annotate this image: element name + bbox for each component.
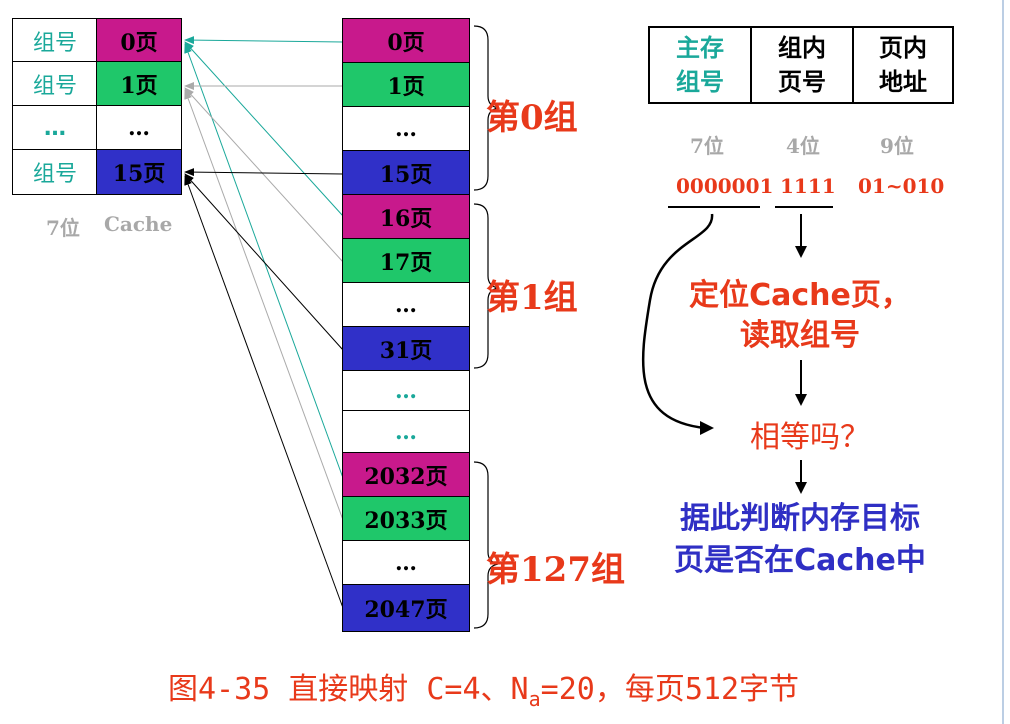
flow-result2: 页是否在Cache中: [674, 543, 926, 578]
cache-tag: 组号: [12, 61, 98, 107]
flow-step1b: 读取组号: [740, 318, 860, 353]
cache-page: 0页: [96, 18, 182, 63]
addr-field-page: 组内 页号: [752, 28, 854, 102]
flow-result1: 据此判断内存目标: [680, 501, 920, 536]
addr-bits: 4位: [786, 134, 820, 158]
group-label: 第0组: [486, 98, 578, 138]
group-brace: [473, 461, 499, 629]
cache-tag: 组号: [12, 149, 98, 195]
flow-step2: 相等吗？: [750, 420, 870, 455]
addr-bits: 7位: [690, 134, 724, 158]
memory-block: 1页: [342, 62, 470, 108]
memory-block: 2032页: [342, 452, 470, 498]
memory-block: 16页: [342, 194, 470, 240]
map-arrow: [184, 175, 344, 609]
addr-field-offset: 页内 地址: [879, 34, 927, 96]
flow-step1: 定位Cache页，: [689, 278, 911, 313]
cache-name-label: Cache: [104, 212, 173, 236]
map-arrow: [184, 89, 344, 521]
addr-field-group: 主存 组号: [650, 28, 752, 102]
map-arrow: [184, 41, 344, 217]
figure-caption: 图4-35 直接映射 C=4、Na=20，每页512字节: [168, 672, 800, 711]
map-arrow: [184, 87, 344, 263]
memory-block: 31页: [342, 326, 470, 372]
memory-block: 0页: [342, 18, 470, 64]
memory-block: …: [342, 410, 470, 454]
memory-block: …: [342, 540, 470, 586]
memory-block: 17页: [342, 238, 470, 284]
map-arrow: [184, 43, 344, 479]
addr-bits: 9位: [880, 134, 914, 158]
group-brace: [473, 203, 499, 369]
map-arrow: [184, 36, 344, 45]
cache-bits-label: 7位: [46, 216, 80, 240]
cache-tag: …: [12, 105, 98, 151]
cache-page: 1页: [96, 61, 182, 107]
memory-block: …: [342, 106, 470, 152]
memory-block: 2033页: [342, 496, 470, 542]
memory-block: 15页: [342, 150, 470, 196]
group-label: 第127组: [486, 550, 625, 590]
address-format: 主存 组号 组内 页号 页内 地址: [648, 26, 954, 104]
map-arrow: [184, 173, 344, 351]
addr-value: 0000001: [676, 174, 774, 198]
group-label: 第1组: [486, 278, 578, 318]
memory-block: …: [342, 282, 470, 328]
group-brace: [473, 25, 499, 191]
map-arrow: [184, 168, 344, 177]
memory-block: 2047页: [342, 584, 470, 632]
cache-tag: 组号: [12, 18, 98, 63]
memory-block: …: [342, 370, 470, 412]
addr-value: 1111: [780, 174, 836, 198]
addr-value: 01~010: [858, 174, 945, 198]
cache-page: …: [96, 105, 182, 151]
cache-page: 15页: [96, 149, 182, 195]
